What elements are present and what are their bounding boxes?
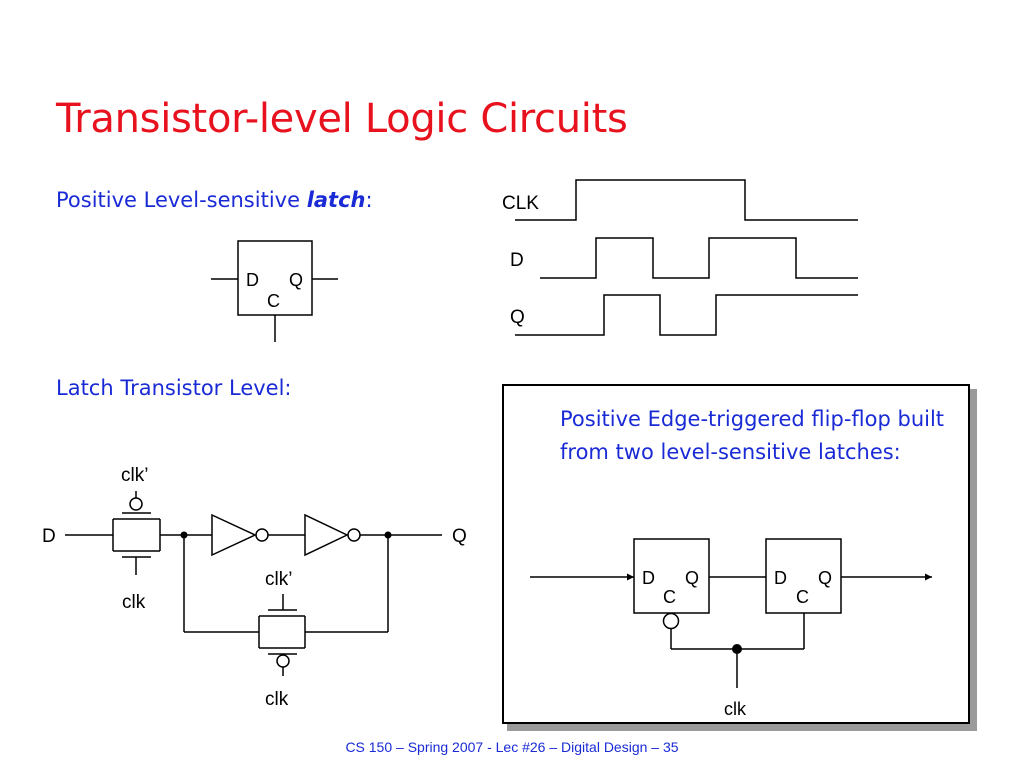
junction-dot-left — [180, 531, 188, 539]
latch-c-label: C — [267, 291, 280, 311]
ff-clk-junction — [732, 644, 742, 654]
top-gate-label: clk — [122, 592, 146, 613]
d-wave-label: D — [510, 250, 524, 271]
inverter-2 — [304, 513, 349, 557]
transistor-caption: Latch Transistor Level: — [56, 376, 292, 400]
flipflop-description: Positive Edge-triggered flip-flop built … — [560, 407, 945, 464]
latch-d-label: D — [246, 270, 259, 290]
circuit-input-label: D — [42, 526, 56, 547]
ff1-d-label: D — [642, 568, 655, 588]
ff2-d-label: D — [774, 568, 787, 588]
ff-clk-label: clk — [724, 699, 747, 719]
slide-title: Transistor-level Logic Circuits — [56, 96, 628, 142]
transistor-latch — [65, 491, 442, 676]
q-wave-label: Q — [510, 307, 525, 328]
latch-q-label: Q — [289, 270, 303, 290]
fb-gate-bar-label: clk’ — [265, 569, 292, 590]
pmos-bubble-top — [129, 497, 143, 511]
junction-dot-right — [384, 531, 392, 539]
flipflop-diagram — [530, 538, 932, 688]
ff1-q-label: Q — [685, 568, 699, 588]
clk-waveform — [515, 179, 858, 221]
d-waveform — [540, 237, 858, 279]
fb-gate-label: clk — [265, 689, 289, 710]
slide-footer: CS 150 – Spring 2007 - Lec #26 – Digital… — [345, 739, 679, 755]
pmos-bubble-bottom — [276, 654, 290, 668]
ff-clk-bubble — [662, 612, 680, 630]
flipflop-box — [502, 384, 970, 724]
circuit-output-label: Q — [452, 526, 467, 547]
q-waveform — [515, 294, 858, 336]
latch-caption-bold: latch — [306, 188, 366, 212]
latch-caption: Positive Level-sensitive latch: — [56, 188, 373, 212]
ff2-q-label: Q — [818, 568, 832, 588]
inverter-1 — [211, 513, 257, 557]
top-gate-bar-label: clk’ — [121, 465, 148, 486]
clk-wave-label: CLK — [502, 193, 539, 214]
ff2-c-label: C — [796, 587, 809, 607]
latch-symbol — [211, 240, 338, 342]
latch-caption-suffix: : — [365, 188, 373, 212]
ff1-c-label: C — [663, 587, 676, 607]
latch-caption-prefix: Positive Level-sensitive — [56, 188, 307, 212]
